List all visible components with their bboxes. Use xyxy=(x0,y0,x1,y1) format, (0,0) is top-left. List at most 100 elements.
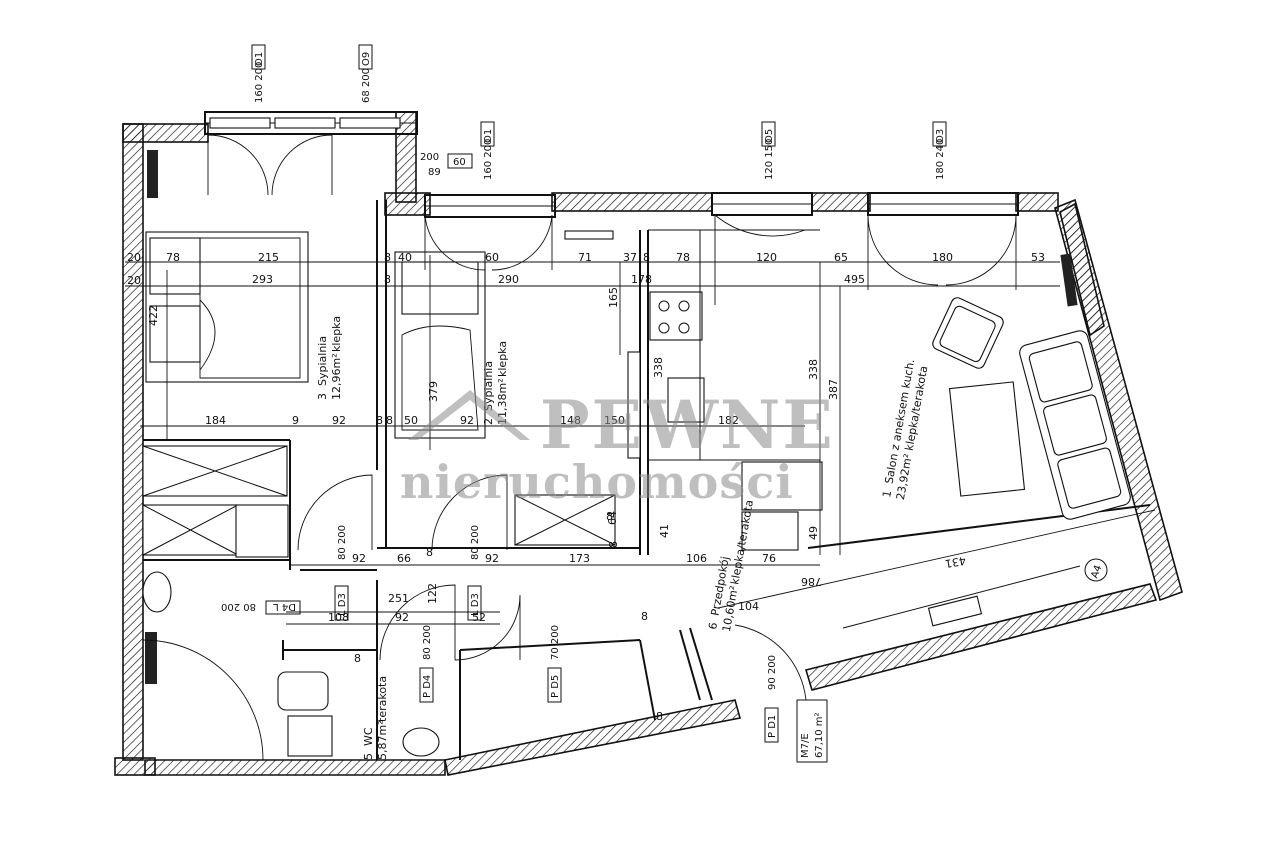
window-code: O1 xyxy=(254,52,265,66)
dim-text: 37 xyxy=(623,251,637,264)
dim-text: 215 xyxy=(258,251,279,264)
window-code: O5 xyxy=(764,129,775,143)
armchair xyxy=(932,297,1004,369)
dim-text: 60 xyxy=(485,251,499,264)
dim-text: 40 xyxy=(398,251,412,264)
dim-text: 178 xyxy=(631,273,652,286)
dim-text: 78 xyxy=(676,251,690,264)
washbasin xyxy=(142,571,172,613)
svg-text:klepka: klepka xyxy=(496,341,509,377)
right-wall-inner xyxy=(1059,202,1105,337)
dim-text: 173 xyxy=(569,552,590,565)
dim-text: 120 xyxy=(756,251,777,264)
svg-text:WC: WC xyxy=(362,727,375,746)
dim-text: 49 xyxy=(807,526,820,540)
dim-text: 76 xyxy=(762,552,776,565)
small-window-top: 89 xyxy=(428,167,441,178)
top-wall-mid xyxy=(551,192,713,212)
door-dims: 80 200 xyxy=(422,625,433,660)
top-wall-right1 xyxy=(811,192,871,212)
dimension-texts: 20 78 215 8 40 60 71 37 8 78 120 65 180 … xyxy=(127,251,1045,723)
top-wall-right2 xyxy=(1015,192,1059,212)
dim-text: 41 xyxy=(658,524,671,538)
dim-text: 108 xyxy=(328,611,349,624)
room-label-3: 3 Sypialnia 12,96m² klepka xyxy=(316,316,343,400)
small-window-bottom: 200 xyxy=(420,152,439,163)
dim-text: 8 xyxy=(384,273,391,286)
dim-text: 8 xyxy=(386,414,393,427)
door-tags: 80 200 L D3 80 200 L D3 80 200 P D4 70 2… xyxy=(221,525,779,743)
window-code: O9 xyxy=(361,52,372,66)
dim-text: 106 xyxy=(686,552,707,565)
small-window-tag: 89 200 60 xyxy=(420,152,473,178)
svg-text:klepka: klepka xyxy=(330,316,343,352)
dim-text: 338 xyxy=(652,357,665,378)
dim-text: 52 xyxy=(472,611,486,624)
dim-text: 184 xyxy=(205,414,226,427)
dim-text: 92 xyxy=(395,611,409,624)
dim-text: 122 xyxy=(426,583,439,604)
svg-text:Sypialnia: Sypialnia xyxy=(482,361,495,411)
dim-text: 8 xyxy=(354,652,361,665)
dim-text: 251 xyxy=(388,592,409,605)
toilet-fixture xyxy=(287,715,333,757)
svg-text:Sypialnia: Sypialnia xyxy=(316,336,329,386)
svg-text:12,96m²: 12,96m² xyxy=(330,353,343,400)
dim-text: 8 xyxy=(643,251,650,264)
svg-text:terakota: terakota xyxy=(376,676,389,722)
coffee-table xyxy=(948,381,1026,497)
svg-text:67,10 m²: 67,10 m² xyxy=(814,712,825,758)
sofa xyxy=(1019,330,1131,520)
dim-text: 8 xyxy=(606,510,613,523)
washbasin-wc xyxy=(402,727,440,757)
door-code: L D3 xyxy=(470,593,481,616)
dim-text: 78 xyxy=(166,251,180,264)
dim-text: 92 xyxy=(332,414,346,427)
dim-text: 182 xyxy=(718,414,739,427)
watermark: PEWNE nieruchomości xyxy=(400,386,833,509)
door-dims: 80 200 xyxy=(221,601,256,612)
dim-text: 92 xyxy=(485,552,499,565)
dim-text: 8 xyxy=(607,541,620,548)
room-labels: 3 Sypialnia 12,96m² klepka 2 Sypialnia 1… xyxy=(316,316,930,760)
window-dims: 160 200 xyxy=(254,62,265,103)
window-tags: 160 200 O1 68 200 O9 160 200 O1 120 150 … xyxy=(251,44,947,180)
furniture xyxy=(142,229,1131,761)
svg-text:11,38m²: 11,38m² xyxy=(496,378,509,425)
door-code: P D4 xyxy=(422,675,433,698)
cooktop xyxy=(649,291,703,341)
svg-text:5: 5 xyxy=(362,753,375,760)
window-dims: 68 200 xyxy=(361,68,372,103)
dim-text: 422 xyxy=(147,305,160,326)
dim-text: 293 xyxy=(252,273,273,286)
dim-text: 180 xyxy=(932,251,953,264)
dim-text: 50 xyxy=(404,414,418,427)
dim-text: 8 xyxy=(384,251,391,264)
dim-text: 20 xyxy=(127,274,141,287)
door-dims: 80 200 xyxy=(337,525,348,560)
window-dims: 180 240 xyxy=(935,139,946,180)
dim-text: 165 xyxy=(607,287,620,308)
dim-text: 65 xyxy=(834,251,848,264)
door-dims: 70 200 xyxy=(550,625,561,660)
dim-text: 338 xyxy=(807,359,820,380)
dim-text: 66 xyxy=(397,552,411,565)
dim-text: 71 xyxy=(578,251,592,264)
dim-text: 92 xyxy=(460,414,474,427)
door-dims: 80 200 xyxy=(470,525,481,560)
watermark-line2: nieruchomości xyxy=(400,455,794,509)
dim-text: 53 xyxy=(1031,251,1045,264)
svg-text:2: 2 xyxy=(482,418,495,425)
room-label-1: 1 Salon z aneksem kuch. 23,92m² klepka/t… xyxy=(880,358,930,501)
dim-text: 8 xyxy=(641,610,648,623)
dim-text: 786 xyxy=(801,575,822,588)
room-label-2: 2 Sypialnia 11,38m² klepka xyxy=(482,341,509,425)
bottom-wall-right xyxy=(804,583,1158,691)
dim-text: 290 xyxy=(498,273,519,286)
dim-text: 150 xyxy=(604,414,625,427)
window-dims: 120 150 xyxy=(764,139,775,180)
window-dims: 160 200 xyxy=(483,139,494,180)
dim-text: 8 xyxy=(376,414,383,427)
total-area-tag: M7/E 67,10 m² xyxy=(796,699,828,763)
